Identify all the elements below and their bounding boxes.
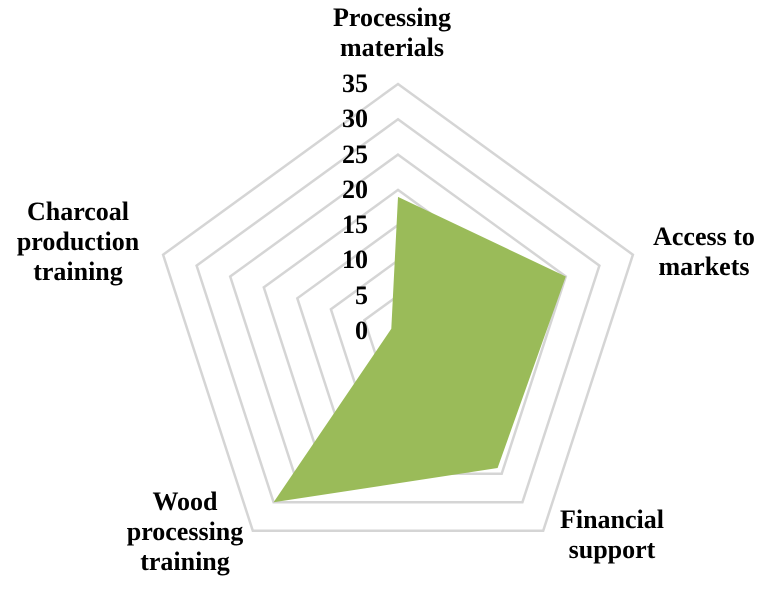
category-label-access-to-markets: Access to markets xyxy=(653,222,755,282)
category-label-charcoal-production-training: Charcoal production training xyxy=(17,197,139,287)
grid-ring-30 xyxy=(195,117,601,504)
category-label-wood-processing-training: Wood processing training xyxy=(127,487,244,577)
category-label-line: Access to xyxy=(653,222,755,251)
category-label-line: training xyxy=(140,547,230,576)
category-label-line: Processing xyxy=(333,3,451,32)
grid-ring-35 xyxy=(161,82,635,533)
category-label-line: Wood xyxy=(152,487,218,516)
category-label-line: Charcoal xyxy=(26,197,130,226)
category-label-line: support xyxy=(568,535,656,564)
axis-tick-label-20: 20 xyxy=(342,174,368,204)
category-label-line: Financial xyxy=(559,505,665,534)
category-label-processing-materials: Processing materials xyxy=(333,3,451,63)
category-label-line: markets xyxy=(658,252,750,281)
axis-tick-label-15: 15 xyxy=(342,210,368,240)
axis-tick-label-0: 0 xyxy=(355,316,368,345)
axis-tick-label-35: 35 xyxy=(342,69,368,98)
data-polygon xyxy=(273,196,566,503)
axis-tick-label-5: 5 xyxy=(355,280,368,310)
axis-tick-label-30: 30 xyxy=(342,104,368,134)
axis-tick-label-10: 10 xyxy=(342,245,368,275)
axis-tick-label-25: 25 xyxy=(342,139,368,169)
category-label-line: training xyxy=(33,257,123,286)
category-label-line: materials xyxy=(340,33,444,62)
category-label-financial-support: Financial support xyxy=(560,505,664,565)
category-label-line: processing xyxy=(126,517,244,546)
category-label-line: production xyxy=(16,227,140,256)
